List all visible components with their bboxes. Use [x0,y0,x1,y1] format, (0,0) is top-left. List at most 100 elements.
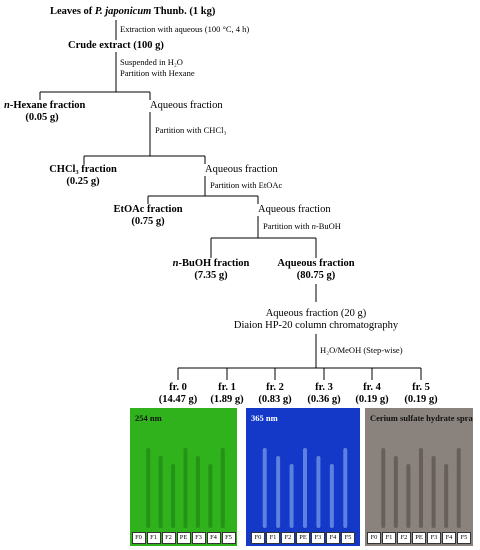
node-aqueous-3: Aqueous fraction [258,204,331,215]
step-suspended: Suspended in H₂O [120,57,183,67]
lane-band [183,448,188,528]
step-buoh-prefix: Partition with [263,221,312,231]
node-chcl3-amount: (0.25 g) [66,176,100,187]
lane-band [406,464,411,528]
fraction-name: fr. 3 [315,382,333,393]
lane-band [431,456,436,528]
lane-band [393,456,398,528]
node-buoh-rest: -BuOH fraction [178,258,250,269]
fraction-amount: (14.47 g) [158,394,198,405]
lane-band [158,456,163,528]
fraction-name: fr. 2 [266,382,284,393]
lane-label: F4 [326,532,340,544]
node-etoac-name: EtOAc fraction [113,204,183,215]
lane-label: F2 [397,532,411,544]
node-etoac-fraction: EtOAc fraction (0.75 g) [108,204,188,228]
node-aqueous-4: Aqueous fraction (80.75 g) [270,258,362,282]
fraction-name: fr. 1 [218,382,236,393]
plate-bands [146,448,225,528]
node-etoac-amount: (0.75 g) [131,216,165,227]
node-buoh-italic: n [172,258,179,269]
fraction-name: fr. 0 [169,382,187,393]
plate-title: 254 nm [135,413,162,423]
fraction-amount: (0.19 g) [355,394,389,405]
lane-label: F1 [146,532,161,544]
lane-label: F5 [221,532,236,544]
lane-band [303,448,307,528]
lane-label: F2 [161,532,176,544]
lane-label: F4 [442,532,456,544]
node-buoh-fraction: n-BuOH fraction (7.35 g) [166,258,256,282]
lane-label: F5 [457,532,471,544]
lane-label: PE [176,532,191,544]
fraction-2: fr. 2(0.83 g) [248,382,302,406]
lane-band [171,464,176,528]
lane-label: F1 [266,532,280,544]
node-aqueous-5-line1: Aqueous fraction (20 g) [265,308,367,319]
node-aqueous-5-line2: Diaion HP-20 column chromatography [233,320,399,331]
node-chcl3-name: CHCl₃ fraction [49,164,117,175]
node-leaves-species: P. japonicum [94,6,152,17]
lane-band [343,448,348,528]
step-extraction: Extraction with aqueous (100 °C, 4 h) [120,24,250,34]
node-aqueous-2: Aqueous fraction [205,164,278,175]
lane-band [381,448,386,528]
node-hexane-italic: n [4,100,10,111]
lane-band [276,456,281,528]
fraction-amount: (0.19 g) [404,394,438,405]
lane-label: F1 [382,532,396,544]
step-buoh-suffix: -BuOH [315,221,341,231]
fraction-4: fr. 4(0.19 g) [345,382,399,406]
fraction-1: fr. 1(1.89 g) [200,382,254,406]
node-hexane-rest: -Hexane fraction [9,100,86,111]
lane-label: PE [296,532,310,544]
fraction-amount: (0.83 g) [258,394,292,405]
plate-bands [262,448,348,528]
fraction-amount: (1.89 g) [210,394,244,405]
lane-band [220,448,225,528]
lane-label: F0 [131,532,146,544]
step-partition-chcl3: Partition with CHCl₃ [155,125,227,135]
node-leaves-prefix: Leaves of [50,6,95,17]
node-leaves: Leaves of P. japonicum Thunb. (1 kg) [50,6,215,18]
step-partition-etoac: Partition with EtOAc [210,180,283,190]
step-buoh-italic: n [311,221,316,231]
fraction-name: fr. 5 [412,382,430,393]
node-aqueous-5: Aqueous fraction (20 g) Diaion HP-20 col… [206,308,426,332]
node-hexane-name: n-Hexane fraction [4,100,85,112]
plate-bands [381,448,461,528]
lane-band [195,456,200,528]
lane-band [329,464,334,528]
fraction-5: fr. 5(0.19 g) [394,382,448,406]
lane-band [262,448,267,528]
node-crude-extract: Crude extract (100 g) [68,40,164,51]
node-hexane-fraction: n-Hexane fraction (0.05 g) [4,100,85,124]
node-aqueous-4-amount: (80.75 g) [296,270,336,281]
node-aqueous-1: Aqueous fraction [150,100,223,111]
lane-band [316,456,321,528]
step-partition-hexane: Partition with Hexane [120,68,195,78]
node-buoh-name: n-BuOH fraction [166,258,256,270]
step-partition-buoh: Partition with n-BuOH [263,221,341,232]
lane-label: F3 [427,532,441,544]
node-chcl3-fraction: CHCl₃ fraction (0.25 g) [40,164,126,188]
step-water-methanol: H₂O/MeOH (Step-wise) [320,345,403,355]
plate-title: Cerium sulfate hydrate spray [370,413,473,423]
fraction-name: fr. 4 [363,382,381,393]
lane-band [456,448,461,528]
node-buoh-amount: (7.35 g) [194,270,228,281]
lane-label: F3 [311,532,325,544]
lane-band [419,448,423,528]
plate-title: 365 nm [251,413,278,423]
lane-label: PE [412,532,426,544]
lane-band [444,464,449,528]
lane-label: F0 [251,532,265,544]
node-hexane-amount: (0.05 g) [25,112,59,123]
